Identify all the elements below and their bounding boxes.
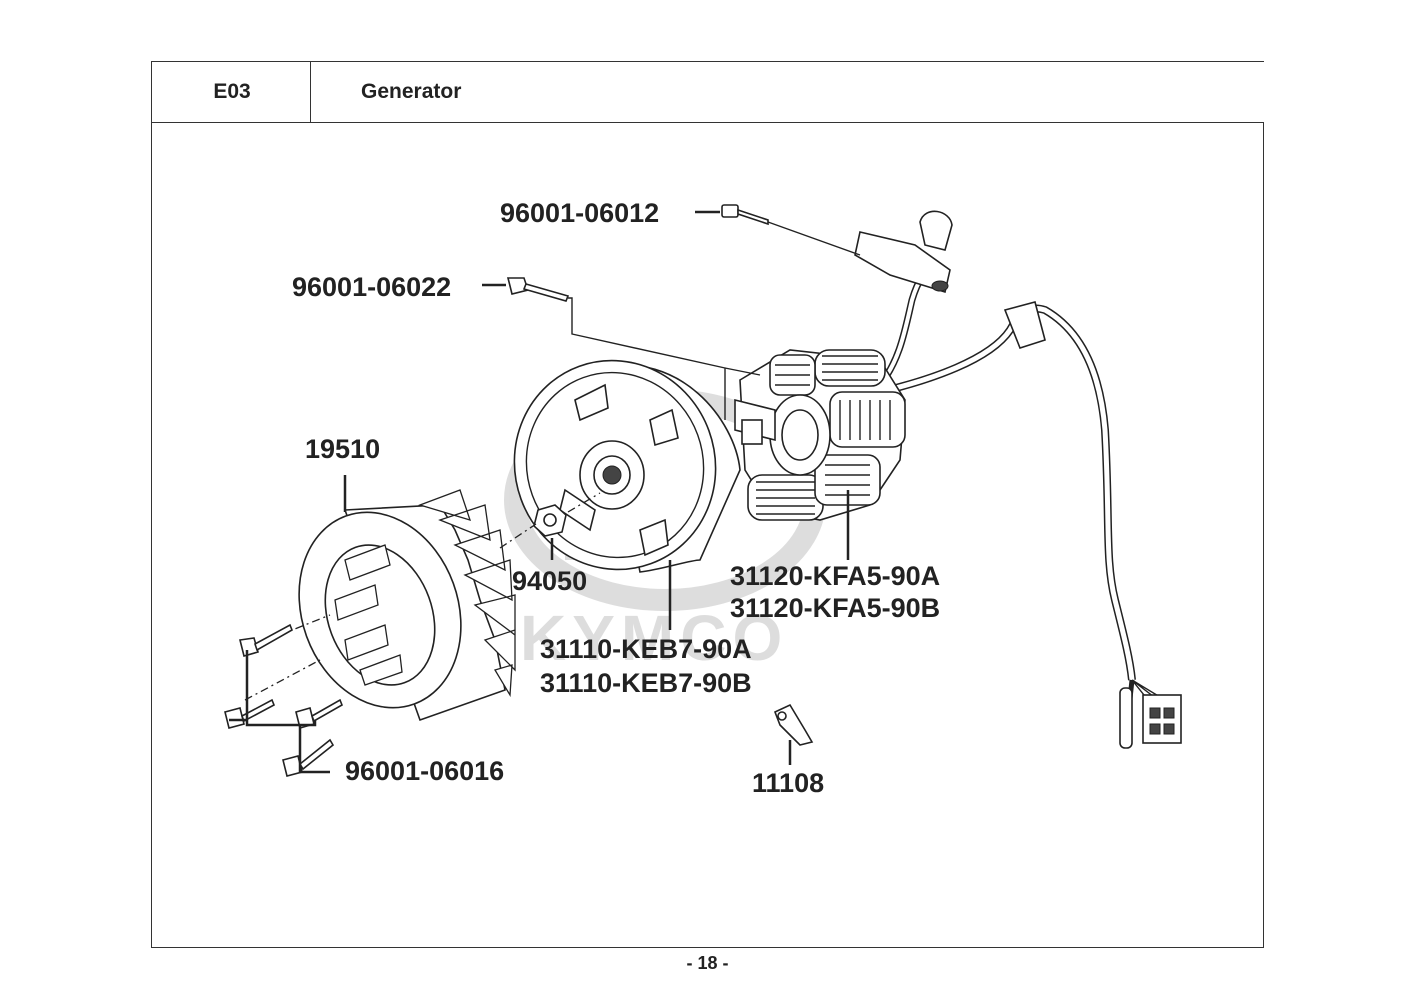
section-code-cell: E03 <box>151 61 311 123</box>
leader-lines <box>229 210 861 774</box>
stator-assembly <box>734 349 906 521</box>
callout-96001-06012: 96001-06012 <box>500 198 659 228</box>
bolt-96001-06012 <box>721 204 769 226</box>
section-title-cell: Generator <box>310 61 1264 123</box>
diagram-frame <box>151 122 1264 948</box>
callout-11108: 11108 <box>752 768 824 798</box>
bolts-96001-06016 <box>224 623 344 777</box>
kymco-watermark-text: KYMCO <box>520 602 788 674</box>
bolt-96001-06022 <box>506 277 570 302</box>
section-code: E03 <box>213 80 251 103</box>
wire-harness <box>854 210 1182 749</box>
connector-block <box>1142 694 1182 744</box>
flywheel-nut <box>533 504 567 537</box>
callout-31120-kfa5-90b: 31120-KFA5-90B <box>730 593 940 623</box>
pickup-sensor <box>854 231 951 294</box>
callout-96001-06016: 96001-06016 <box>345 756 504 786</box>
page-number: - 18 - <box>686 953 729 973</box>
section-title: Generator <box>361 80 462 103</box>
callout-31110-keb7-90a: 31110-KEB7-90A <box>540 634 752 664</box>
callout-96001-06022: 96001-06022 <box>292 272 451 302</box>
flywheel <box>513 359 741 573</box>
clamp <box>773 703 814 746</box>
callout-19510: 19510 <box>305 434 380 464</box>
callout-94050: 94050 <box>512 566 587 596</box>
callout-31110-keb7-90b: 31110-KEB7-90B <box>540 668 752 698</box>
cooling-fan <box>298 489 516 722</box>
callout-31120-kfa5-90a: 31120-KFA5-90A <box>730 561 940 591</box>
